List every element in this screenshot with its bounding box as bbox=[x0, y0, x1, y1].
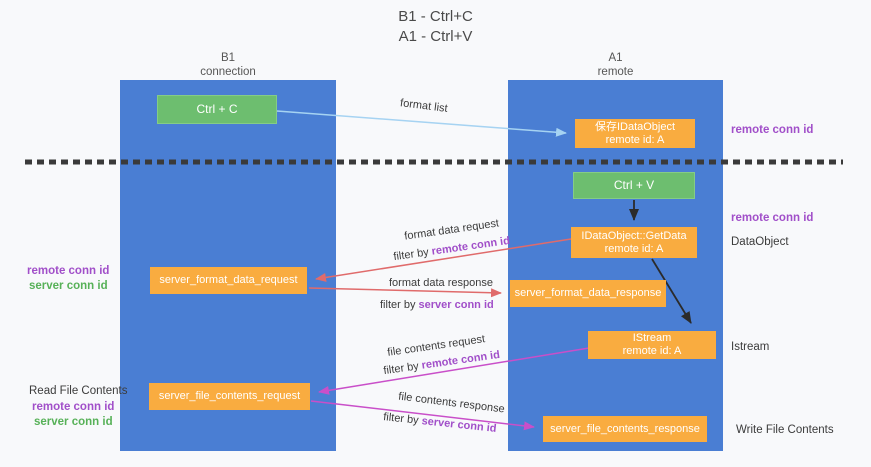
annotation-remote-conn-id-bottom-left: remote conn id bbox=[32, 401, 115, 413]
node-istream-line2: remote id: A bbox=[622, 345, 682, 357]
lane-header-b1: B1 connection bbox=[120, 51, 336, 79]
lane-b1-name: B1 bbox=[220, 52, 236, 64]
filter-by-text: filter by bbox=[392, 246, 430, 264]
node-istream: IStream remote id: A bbox=[588, 331, 716, 359]
caption-file-contents-response: file contents response bbox=[397, 390, 506, 416]
annotation-write-file-contents: Write File Contents bbox=[736, 424, 834, 436]
node-ctrl-c-label: Ctrl + C bbox=[196, 102, 238, 116]
lane-b1-subtitle: connection bbox=[200, 66, 256, 78]
node-server-format-data-request-label: server_format_data_request bbox=[159, 274, 298, 286]
node-server-file-contents-response-label: server_file_contents_response bbox=[550, 422, 700, 435]
filter-by-text: filter by bbox=[382, 411, 420, 427]
title-line-1: B1 - Ctrl+C bbox=[398, 8, 473, 25]
title-line-2: A1 - Ctrl+V bbox=[398, 28, 473, 45]
node-idataobject-getdata: IDataObject::GetData remote id: A bbox=[571, 227, 697, 258]
node-server-format-data-request: server_format_data_request bbox=[150, 267, 307, 294]
caption-filter-server-1: filter by server conn id bbox=[380, 299, 494, 311]
annotation-dataobject: DataObject bbox=[731, 236, 789, 248]
caption-filter-server-2: filter by server conn id bbox=[383, 411, 497, 435]
annotation-remote-conn-id-top-right: remote conn id bbox=[731, 124, 814, 136]
node-server-file-contents-request: server_file_contents_request bbox=[149, 383, 310, 410]
node-istream-line1: IStream bbox=[632, 332, 672, 344]
filter-by-text: filter by bbox=[380, 299, 416, 311]
node-server-file-contents-response: server_file_contents_response bbox=[543, 416, 707, 442]
remote-conn-id-text: remote conn id bbox=[430, 234, 511, 258]
node-ctrl-v-label: Ctrl + V bbox=[613, 178, 655, 192]
lane-a1-subtitle: remote bbox=[597, 66, 634, 78]
filter-by-text: filter by bbox=[382, 360, 420, 378]
annotation-remote-conn-id-mid-right: remote conn id bbox=[731, 212, 814, 224]
caption-format-data-response: format data response bbox=[389, 277, 493, 289]
lane-a1-name: A1 bbox=[608, 52, 623, 64]
node-server-format-data-response: server_format_data_response bbox=[510, 280, 666, 307]
node-server-format-data-response-label: server_format_data_response bbox=[514, 287, 662, 299]
server-conn-id-text: server conn id bbox=[421, 415, 498, 435]
node-save-idataobject-line1: 保存IDataObject bbox=[594, 120, 676, 133]
diagram-title: B1 - Ctrl+C A1 - Ctrl+V bbox=[0, 7, 871, 47]
node-save-idataobject-line2: remote id: A bbox=[605, 133, 665, 146]
lane-header-a1: A1 remote bbox=[508, 51, 723, 79]
node-ctrl-v: Ctrl + V bbox=[573, 172, 695, 199]
node-server-file-contents-request-label: server_file_contents_request bbox=[158, 390, 301, 402]
annotation-server-conn-id-top-left: server conn id bbox=[29, 280, 108, 292]
annotation-remote-conn-id-top-left: remote conn id bbox=[27, 265, 110, 277]
annotation-istream: Istream bbox=[731, 341, 770, 353]
annotation-server-conn-id-bottom-left: server conn id bbox=[34, 416, 113, 428]
server-conn-id-text: server conn id bbox=[418, 299, 494, 311]
node-getdata-line2: remote id: A bbox=[604, 242, 664, 255]
caption-format-list: format list bbox=[399, 97, 449, 115]
node-getdata-line1: IDataObject::GetData bbox=[581, 229, 687, 242]
annotation-read-file-contents: Read File Contents bbox=[29, 385, 128, 397]
node-save-idataobject: 保存IDataObject remote id: A bbox=[575, 119, 695, 148]
node-ctrl-c: Ctrl + C bbox=[157, 95, 277, 124]
